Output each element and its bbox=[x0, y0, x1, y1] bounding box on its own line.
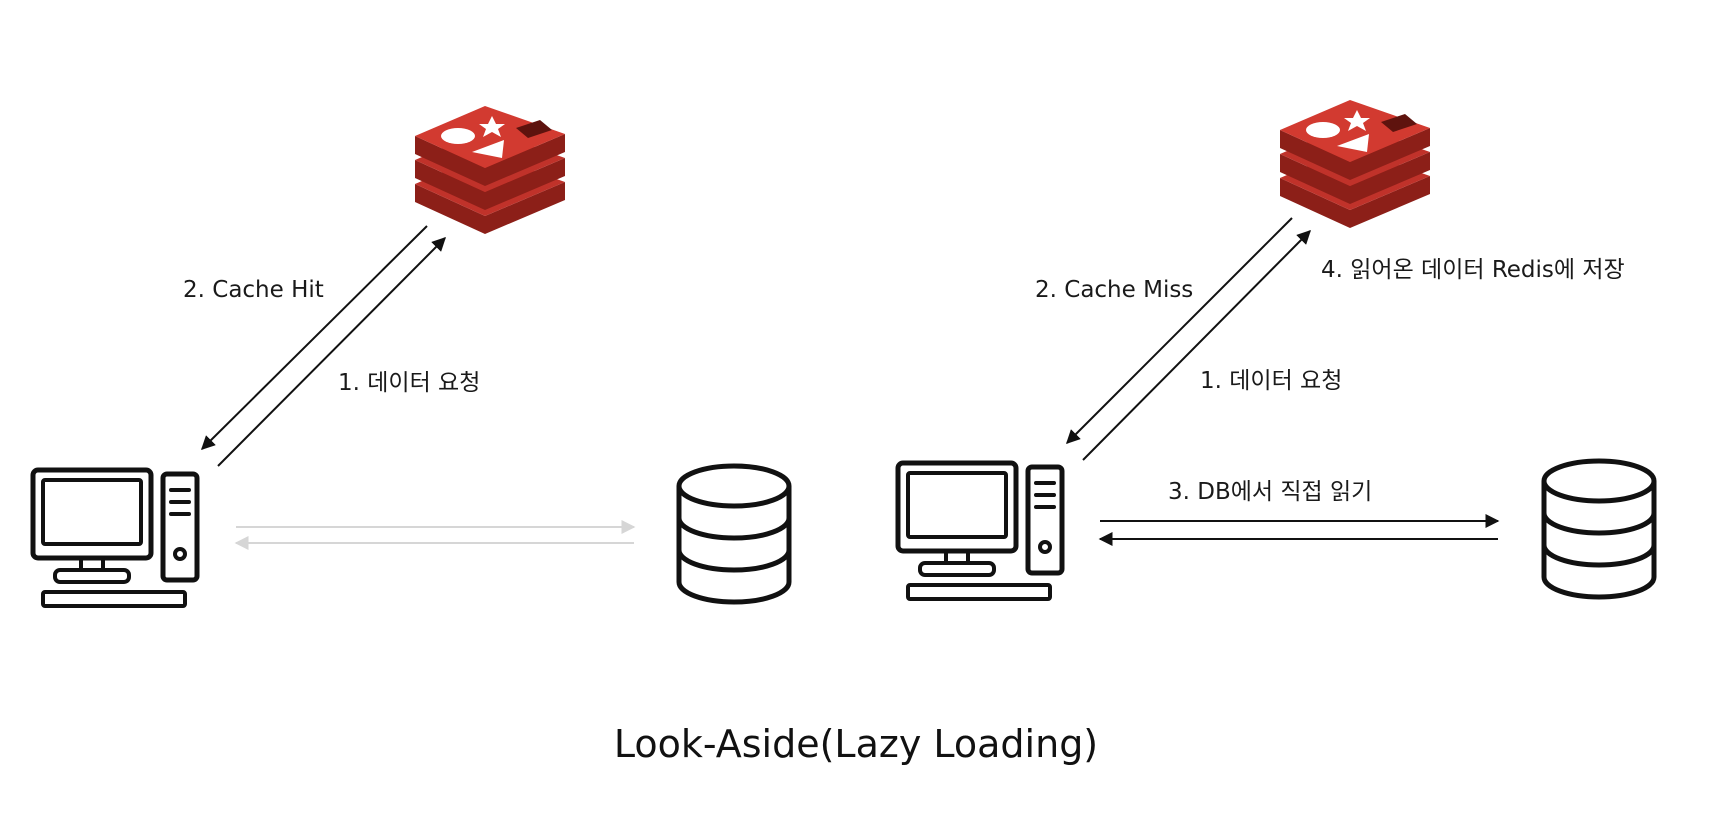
cache-miss-label: 2. Cache Miss bbox=[1035, 277, 1193, 303]
cache-miss-arrow bbox=[1066, 217, 1293, 444]
request-label: 1. 데이터 요청 bbox=[1200, 368, 1342, 394]
db-read-label: 3. DB에서 직접 읽기 bbox=[1168, 479, 1372, 505]
redis-icon bbox=[415, 106, 565, 234]
store-label: 4. 읽어온 데이터 Redis에 저장 bbox=[1321, 257, 1625, 283]
cache-hit-label: 2. Cache Hit bbox=[183, 277, 324, 303]
cache-hit-arrow bbox=[201, 225, 428, 450]
database-icon bbox=[1544, 461, 1654, 597]
request-label: 1. 데이터 요청 bbox=[338, 370, 480, 396]
computer-icon bbox=[898, 463, 1062, 599]
computer-icon bbox=[33, 470, 197, 606]
request-arrow bbox=[217, 237, 446, 467]
database-icon bbox=[679, 466, 789, 602]
request-arrow bbox=[1082, 230, 1311, 461]
diagram-title: Look-Aside(Lazy Loading) bbox=[614, 722, 1098, 766]
redis-icon bbox=[1280, 100, 1430, 228]
